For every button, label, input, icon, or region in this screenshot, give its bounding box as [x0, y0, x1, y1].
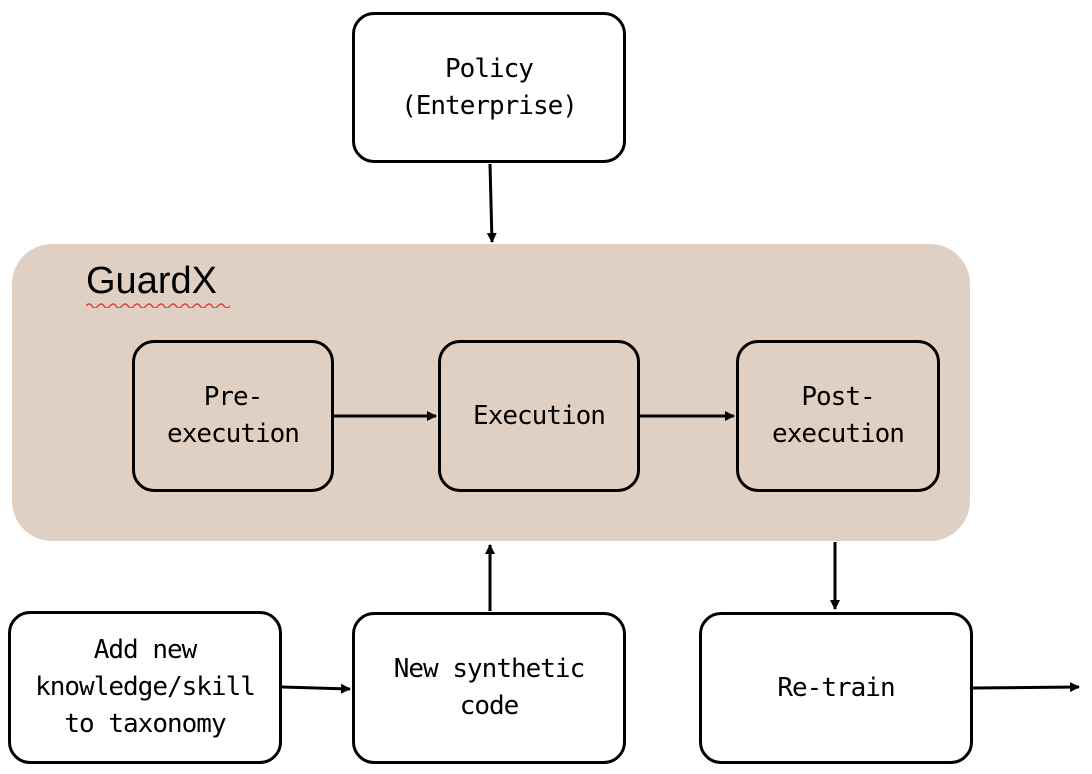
retrain-box: Re-train [699, 612, 973, 764]
synthetic-code-box: New synthetic code [352, 612, 626, 764]
policy-label: Policy [445, 53, 534, 84]
add-knowledge-label-2: knowledge/skill [35, 672, 256, 703]
guardx-title: GuardX [86, 260, 231, 308]
synthetic-code-label-1: New synthetic [393, 654, 585, 685]
pre-execution-label-2: execution [167, 419, 300, 449]
spellcheck-underline [86, 303, 231, 308]
synthetic-code-label-2: code [459, 691, 520, 721]
add-knowledge-box: Add new knowledge/skill to taxonomy [8, 611, 282, 764]
add-knowledge-label-3: to taxonomy [64, 708, 226, 739]
post-execution-label-2: execution [772, 419, 905, 449]
post-execution-box: Post- execution [736, 340, 940, 492]
pre-execution-box: Pre- execution [132, 340, 334, 492]
policy-box: Policy (Enterprise) [352, 12, 626, 163]
arrow-policy-to-guardx [486, 163, 497, 243]
retrain-label: Re-train [777, 672, 895, 703]
arrow-retrain-out [972, 682, 1080, 693]
pre-execution-label-1: Pre- [203, 382, 264, 413]
policy-sublabel: (Enterprise) [401, 90, 578, 121]
execution-label: Execution [473, 400, 606, 431]
add-knowledge-label-1: Add new [93, 635, 198, 666]
post-execution-label-1: Post- [801, 382, 875, 413]
execution-box: Execution [438, 340, 640, 492]
guardx-title-text: GuardX [86, 260, 217, 302]
arrow-knowledge-to-synthetic [281, 683, 351, 694]
